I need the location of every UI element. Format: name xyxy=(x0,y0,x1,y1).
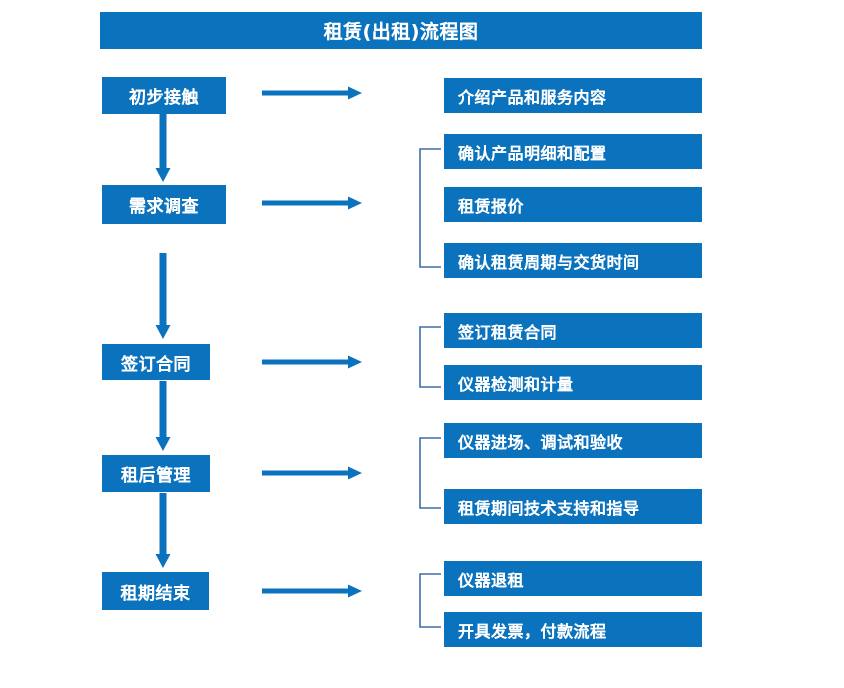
detail-box-instrument-entry-debug-acceptance[interactable]: 仪器进场、调试和验收 xyxy=(444,423,702,458)
group-bracket-icon xyxy=(418,148,442,268)
detail-box-rental-quotation[interactable]: 租赁报价 xyxy=(444,187,702,222)
group-bracket-icon xyxy=(418,326,442,388)
down-arrow-icon xyxy=(155,253,171,341)
down-arrow-icon xyxy=(155,114,171,184)
detail-box-invoice-payment-process[interactable]: 开具发票，付款流程 xyxy=(444,612,702,647)
detail-box-confirm-product-details[interactable]: 确认产品明细和配置 xyxy=(444,134,702,169)
stage-box-demand-survey[interactable]: 需求调查 xyxy=(102,185,226,224)
down-arrow-icon xyxy=(155,493,171,570)
right-arrow-icon xyxy=(262,85,364,101)
group-bracket-icon xyxy=(418,437,442,509)
right-arrow-icon xyxy=(262,583,364,599)
detail-box-instrument-return[interactable]: 仪器退租 xyxy=(444,561,702,596)
diagram-title: 租赁(出租)流程图 xyxy=(100,12,702,49)
detail-box-technical-support-guidance[interactable]: 租赁期间技术支持和指导 xyxy=(444,489,702,524)
detail-box-instrument-inspection-metering[interactable]: 仪器检测和计量 xyxy=(444,365,702,400)
detail-box-confirm-rental-period-delivery[interactable]: 确认租赁周期与交货时间 xyxy=(444,243,702,278)
right-arrow-icon xyxy=(262,465,364,481)
group-bracket-icon xyxy=(418,573,442,628)
stage-box-sign-contract[interactable]: 签订合同 xyxy=(102,344,210,380)
stage-box-initial-contact[interactable]: 初步接触 xyxy=(102,77,226,114)
detail-box-sign-rental-contract[interactable]: 签订租赁合同 xyxy=(444,313,702,348)
right-arrow-icon xyxy=(262,354,364,370)
stage-box-post-rental-management[interactable]: 租后管理 xyxy=(102,455,210,492)
right-arrow-icon xyxy=(262,195,364,211)
detail-box-introduce-products-services[interactable]: 介绍产品和服务内容 xyxy=(444,78,702,113)
stage-box-lease-end[interactable]: 租期结束 xyxy=(102,572,209,610)
down-arrow-icon xyxy=(155,381,171,453)
